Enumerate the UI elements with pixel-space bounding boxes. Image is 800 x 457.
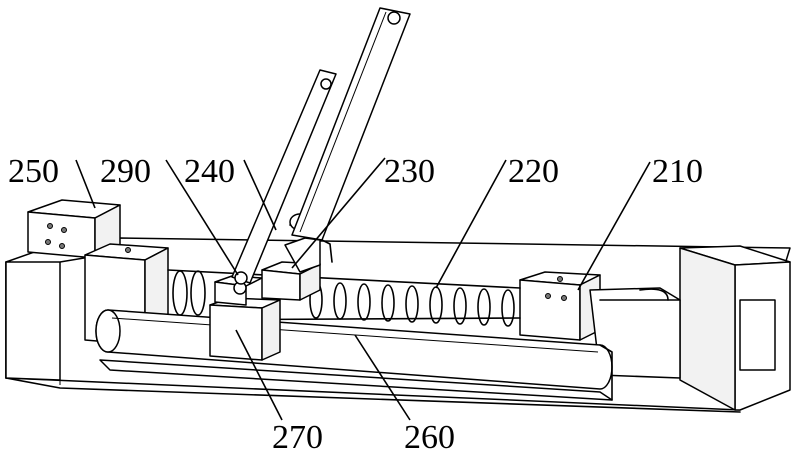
slider-block-270 [209, 297, 281, 361]
link-bar-front-240 [231, 69, 337, 285]
right-end-frame [679, 245, 791, 411]
label-220: 220 [508, 153, 559, 190]
label-260: 260 [404, 419, 455, 456]
label-270: 270 [272, 419, 323, 456]
leader-lines [75, 157, 651, 421]
label-250: 250 [8, 153, 59, 190]
link-bar-rear [291, 7, 411, 241]
label-210: 210 [652, 153, 703, 190]
label-290: 290 [100, 153, 151, 190]
label-230: 230 [384, 153, 435, 190]
label-240: 240 [184, 153, 235, 190]
